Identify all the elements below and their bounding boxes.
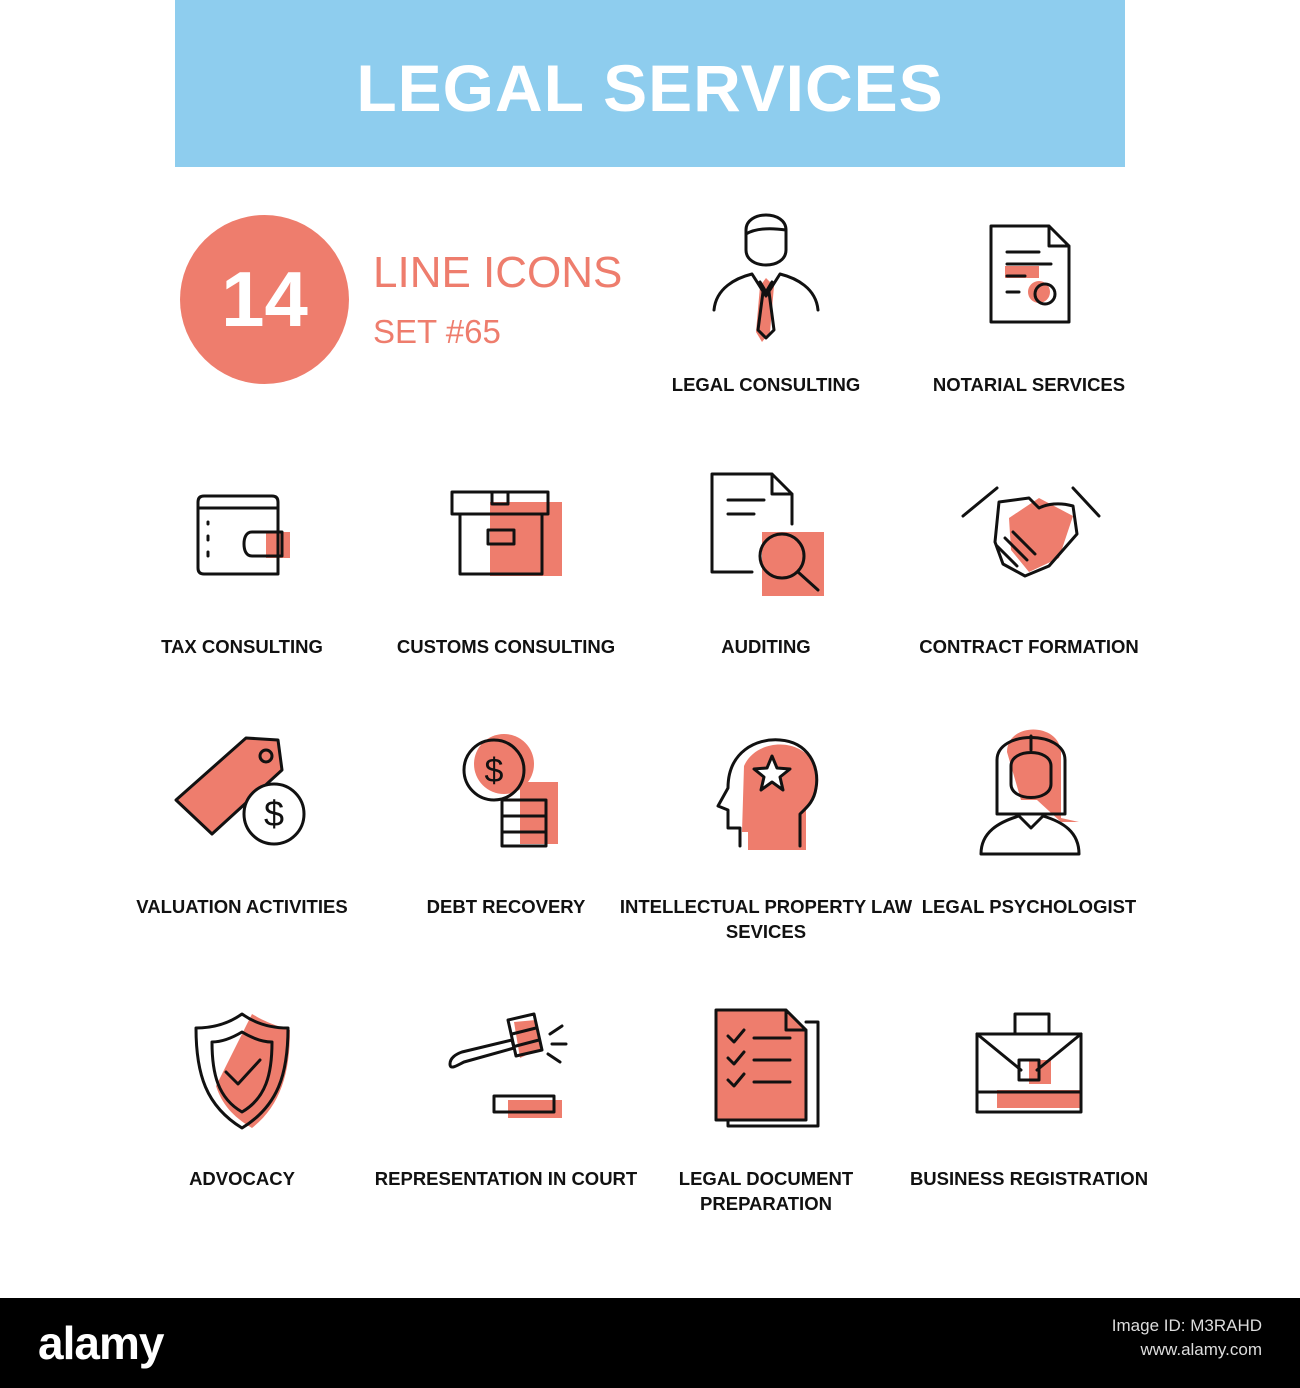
price-tag-dollar-icon: $ — [174, 736, 306, 846]
gavel-icon — [448, 1012, 568, 1118]
icon-label: DEBT RECOVERY — [426, 896, 586, 917]
icon-label: BUSINESS REGISTRATION — [909, 1168, 1149, 1189]
icon-label: LEGAL PSYCHOLOGIST — [921, 896, 1137, 917]
icon-label: CUSTOMS CONSULTING — [396, 636, 616, 657]
icon-label: VALUATION ACTIVITIES — [136, 896, 348, 917]
notarized-document-icon — [989, 224, 1071, 324]
icon-label: LEGAL CONSULTING — [671, 374, 861, 395]
box-icon — [450, 490, 562, 576]
icon-label: NOTARIAL SERVICES — [932, 374, 1126, 395]
image-id: Image ID: M3RAHD — [1111, 1316, 1262, 1335]
head-star-icon — [716, 738, 819, 850]
wallet-icon — [196, 494, 290, 576]
footer-meta: Image ID: M3RAHD www.alamy.com — [1112, 1314, 1262, 1362]
svg-text:$: $ — [264, 793, 284, 834]
checklist-document-icon — [714, 1008, 820, 1128]
brand-logo: alamy — [38, 1317, 164, 1369]
icon-label: LEGAL DOCUMENT PREPARATION — [678, 1168, 854, 1214]
icon-label: AUDITING — [721, 636, 811, 657]
svg-text:$: $ — [485, 752, 504, 790]
shield-check-icon — [194, 1012, 290, 1130]
site-link: www.alamy.com — [1140, 1340, 1262, 1359]
businessman-icon — [712, 213, 820, 342]
count-badge: 14 — [180, 215, 349, 384]
handshake-icon — [961, 486, 1101, 578]
icon-label: REPRESENTATION IN COURT — [374, 1168, 638, 1189]
icon-label: TAX CONSULTING — [161, 636, 323, 657]
set-title: LINE ICONS — [373, 248, 623, 297]
briefcase-icon — [975, 1012, 1083, 1114]
document-magnifier-icon — [710, 472, 824, 596]
coins-icon: $ — [462, 734, 558, 848]
page-title: LEGAL SERVICES — [356, 51, 944, 125]
woman-icon — [979, 729, 1081, 856]
icon-label: INTELLECTUAL PROPERTY LAW SEVICES — [619, 896, 913, 942]
icon-label: ADVOCACY — [189, 1168, 295, 1189]
footer-bar: alamy Image ID: M3RAHD www.alamy.com — [0, 1298, 1300, 1388]
title-banner: LEGAL SERVICES — [175, 0, 1125, 167]
set-subtitle: SET #65 — [373, 313, 501, 350]
icon-label: CONTRACT FORMATION — [919, 636, 1139, 657]
